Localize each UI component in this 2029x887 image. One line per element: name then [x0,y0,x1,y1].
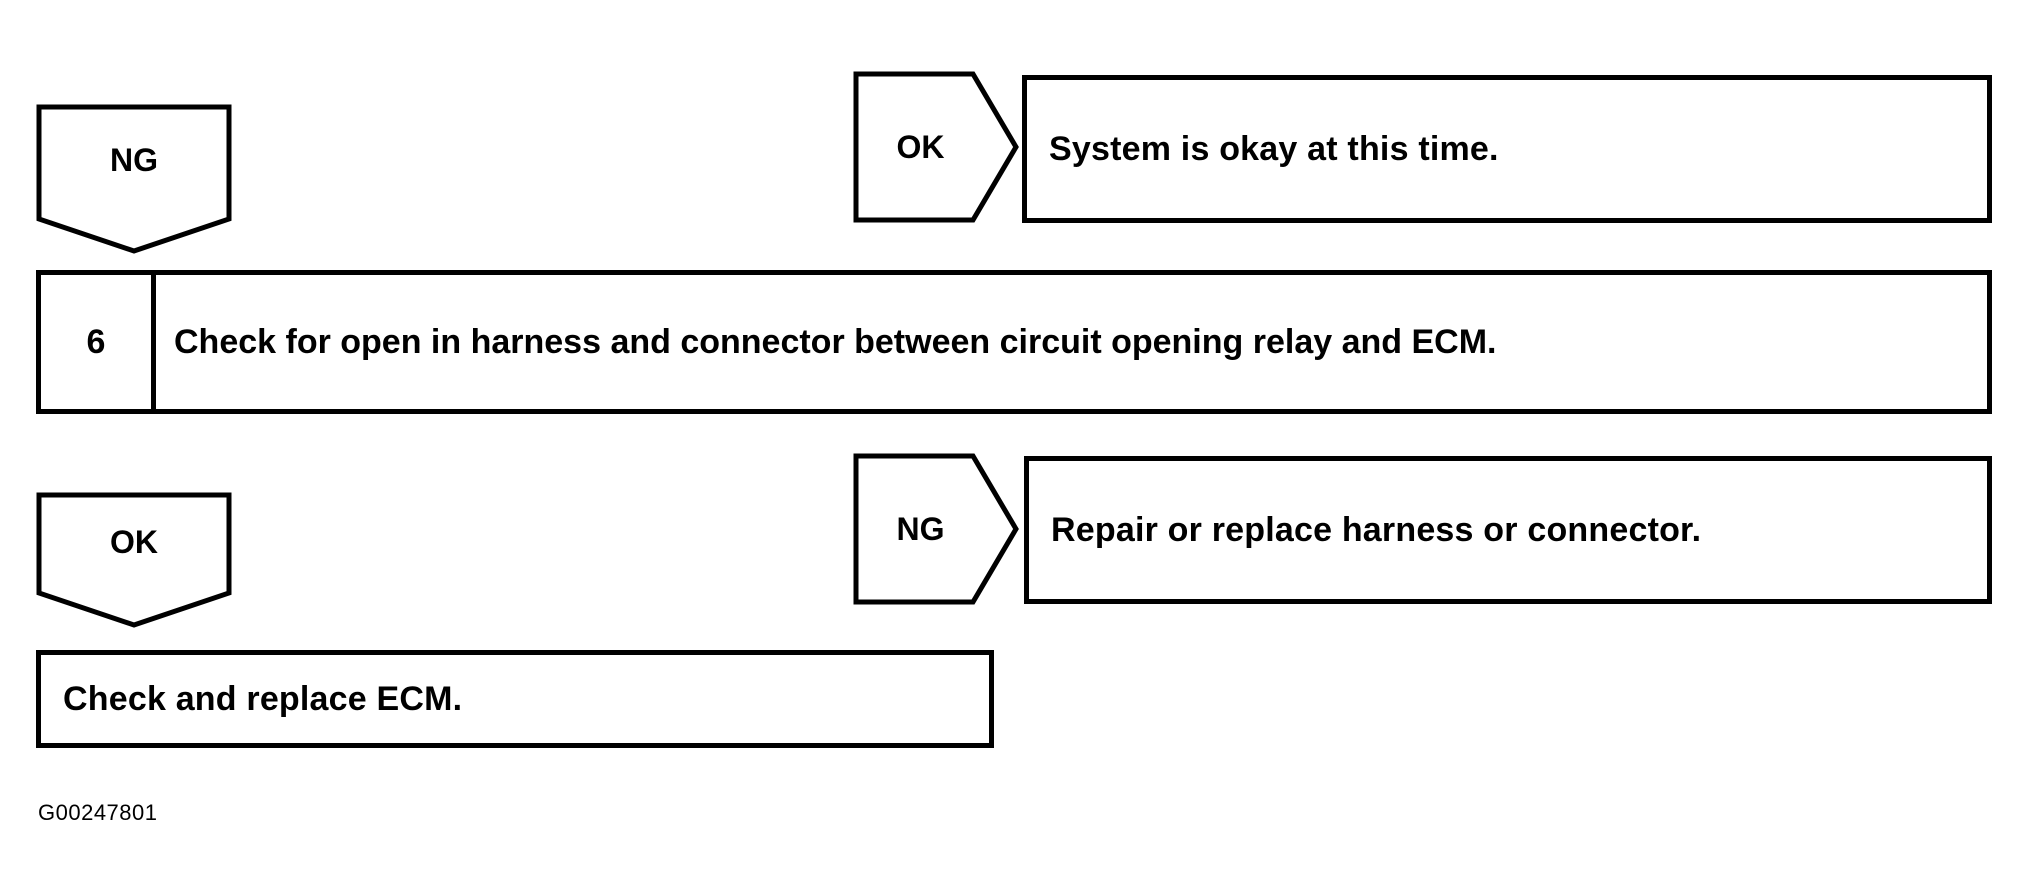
step-6-box: 6 Check for open in harness and connecto… [36,270,1992,414]
result-ng-bottom-text: Repair or replace harness or connector. [1051,510,1702,549]
branch-ng-bottom-shape [853,453,1019,605]
final-action-text: Check and replace ECM. [63,679,463,718]
branch-ok-bottom-shape [36,492,232,628]
result-ok-top-box: System is okay at this time. [1022,75,1992,223]
branch-ng-top-shape [36,104,232,254]
step-6-text: Check for open in harness and connector … [174,322,1497,361]
result-ng-bottom-box: Repair or replace harness or connector. [1024,456,1992,604]
figure-id-label: G00247801 [38,800,158,825]
result-ok-top-text: System is okay at this time. [1049,129,1499,168]
branch-ok-top-shape [853,71,1019,223]
final-action-box: Check and replace ECM. [36,650,994,748]
step-6-number: 6 [41,275,156,409]
